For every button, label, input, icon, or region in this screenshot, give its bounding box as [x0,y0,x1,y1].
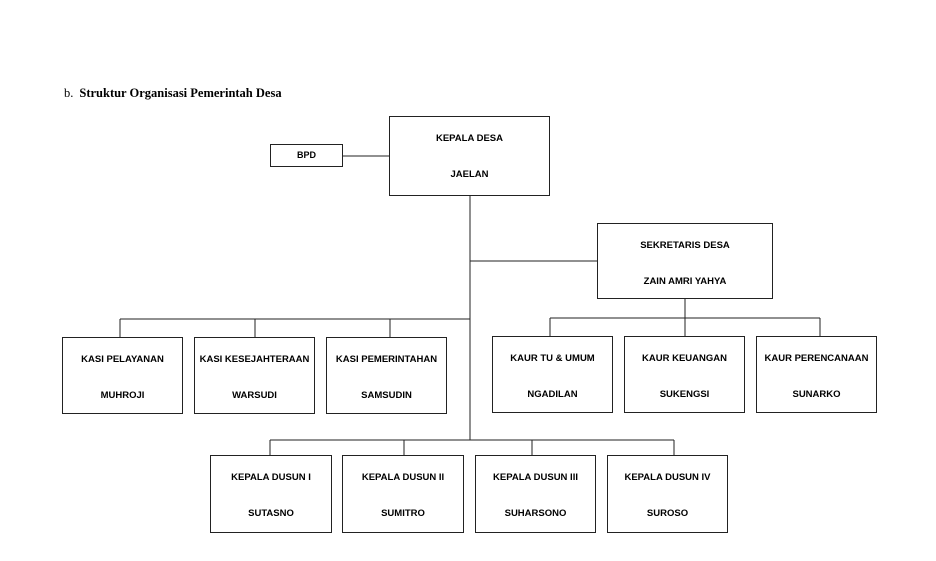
dusun-title: KEPALA DUSUN II [361,472,445,483]
kepala-dusun-1-box: KEPALA DUSUN I SUTASNO [210,455,332,533]
dusun-name: SUHARSONO [504,508,567,519]
section-heading: b. Struktur Organisasi Pemerintah Desa [64,86,282,101]
dusun-name: SUROSO [646,508,689,519]
dusun-title: KEPALA DUSUN IV [624,472,711,483]
kasi-title: KASI PELAYANAN [81,354,164,365]
sekretaris-desa-name: ZAIN AMRI YAHYA [643,276,727,287]
kepala-desa-name: JAELAN [450,169,489,180]
kaur-title: KAUR TU & UMUM [510,353,595,364]
kepala-desa-box: KEPALA DESA JAELAN [389,116,550,196]
kasi-title: KASI PEMERINTAHAN [335,354,438,365]
kaur-keuangan-box: KAUR KEUANGAN SUKENGSI [624,336,745,413]
bpd-box: BPD [270,144,343,167]
bpd-label: BPD [296,150,316,160]
kepala-dusun-4-box: KEPALA DUSUN IV SUROSO [607,455,728,533]
kepala-dusun-3-box: KEPALA DUSUN III SUHARSONO [475,455,596,533]
kasi-name: WARSUDI [232,390,277,401]
sekretaris-desa-title: SEKRETARIS DESA [640,240,730,251]
dusun-title: KEPALA DUSUN I [231,472,311,483]
section-title: Struktur Organisasi Pemerintah Desa [79,86,282,100]
kepala-desa-title: KEPALA DESA [435,133,504,144]
dusun-name: SUTASNO [248,508,294,519]
kaur-perencanaan-box: KAUR PERENCANAAN SUNARKO [756,336,877,413]
kasi-title: KASI KESEJAHTERAAN [199,354,310,365]
kasi-pemerintahan-box: KASI PEMERINTAHAN SAMSUDIN [326,337,447,414]
kaur-title: KAUR PERENCANAAN [764,353,869,364]
kasi-pelayanan-box: KASI PELAYANAN MUHROJI [62,337,183,414]
kaur-name: NGADILAN [527,389,578,400]
kepala-dusun-2-box: KEPALA DUSUN II SUMITRO [342,455,464,533]
dusun-title: KEPALA DUSUN III [493,472,578,483]
kaur-name: SUNARKO [792,389,841,400]
kasi-kesejahteraan-box: KASI KESEJAHTERAAN WARSUDI [194,337,315,414]
kaur-name: SUKENGSI [659,389,710,400]
sekretaris-desa-box: SEKRETARIS DESA ZAIN AMRI YAHYA [597,223,773,299]
kasi-name: SAMSUDIN [361,390,412,401]
kaur-tu-umum-box: KAUR TU & UMUM NGADILAN [492,336,613,413]
section-letter: b. [64,86,74,100]
kasi-name: MUHROJI [100,390,145,401]
kaur-title: KAUR KEUANGAN [642,353,727,364]
dusun-name: SUMITRO [381,508,425,519]
